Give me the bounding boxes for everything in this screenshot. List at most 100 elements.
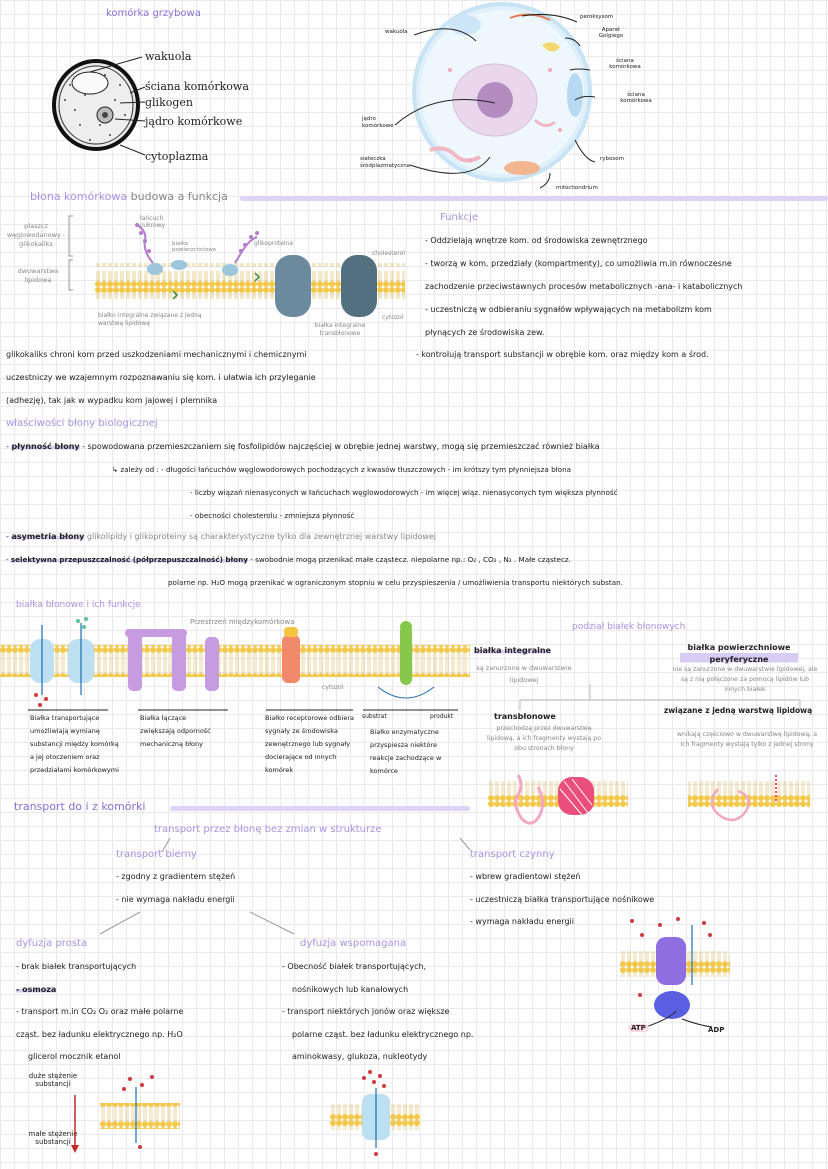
fluid-line: - płynność błony - spowodowana przemiesz… (6, 442, 600, 451)
simple-item: - transport m.in CO₂ O₂ oraz małe polarn… (16, 1007, 184, 1016)
label-wakuola: wakuola (145, 50, 192, 63)
label-rybosom: rybosom (600, 156, 624, 162)
simple-diffusion-diagram (100, 1075, 180, 1149)
transport-bar (170, 806, 470, 811)
transport-title: transport do i z komórki (14, 800, 146, 813)
label-cell-jadro: jądro komórkowe (362, 116, 394, 129)
integral-desc: są zanurzone w dwuwarstwie lipidowej (476, 664, 572, 684)
caption-transport: Białka transportujące umożliwiają wymian… (30, 714, 119, 774)
simple-title: dyfuzja prosta (16, 938, 88, 949)
depends-line: ↳ zależy od : - długości łańcuchów węglo… (112, 465, 572, 474)
label-high: duże stężenie substancji (28, 1072, 78, 1088)
label-plaszcz: płaszcz węglowodanowy - glikokaliks (6, 222, 66, 248)
depends-line: - obecności cholesterolu - zmniejsza pły… (190, 511, 355, 520)
simple-item: - brak białek transportujących (16, 962, 137, 971)
function-line: zachodzenie przeciwstawnych procesów met… (425, 282, 743, 291)
label-substrat: substrat (362, 713, 387, 720)
integral-title: białka integralne (474, 646, 551, 655)
label-sciana1: ściana komórkowa (609, 58, 641, 70)
label-atp: ATP (628, 1024, 649, 1032)
fungal-cell-drawing (52, 59, 140, 151)
asym-line: - asymetria błony glikolipidy i glikopro… (6, 532, 437, 541)
label-bialko-int: białko integralne związane z jedną warst… (98, 312, 202, 327)
facil-title: dyfuzja wspomagana (300, 938, 407, 949)
label-bialko-pow: białko powierzchniowe (172, 241, 217, 253)
active-item: - wymaga nakładu energii (470, 917, 574, 926)
cell-illustration (412, 2, 592, 182)
facil-item: nośnikowych lub kanałowych (292, 985, 409, 994)
function-line: płynących ze środowiska zew. (425, 328, 545, 337)
label-cytozol2: cytozol (322, 684, 344, 691)
cell-pointer-lines (394, 14, 596, 189)
selective-line: - selektywna przepuszczalność (półprzepu… (6, 555, 571, 564)
active-item: - wbrew gradientowi stężeń (470, 872, 581, 881)
protein-functions-diagram (0, 617, 470, 707)
label-bialka-trans: białka integralne transbłonowe (314, 322, 366, 337)
label-peroksysom: peroksysom (580, 14, 614, 20)
glycocalyx-line: (adhezję), tak jak w wypadku kom jajowej… (6, 396, 218, 405)
label-jadro: jądro komórkowe (145, 115, 243, 128)
division-tree (519, 684, 801, 710)
label-mito: mitochondrium (556, 185, 598, 191)
facilitated-diffusion-diagram (330, 1070, 420, 1156)
caption-enzyme: Białko enzymatyczne przyspiesza niektóre… (370, 728, 442, 775)
facil-item: - transport niektórych jonów oraz większ… (282, 1007, 450, 1016)
active-item: - uczestniczą białka transportujące nośn… (470, 895, 655, 904)
transport-tree-arrows (99, 837, 471, 935)
glycocalyx-line: uczestniczy we wzajemnym rozpoznawaniu s… (6, 373, 316, 382)
label-lancuch: łańcuch cukrowy (140, 215, 166, 229)
membrane-diagram (95, 223, 405, 317)
function-line: - Oddzielają wnętrze kom. od środowiska … (425, 236, 648, 245)
label-golgi: Aparat Golgiego (598, 27, 624, 39)
label-low: małe stężenie substancji (28, 1130, 78, 1146)
caption-receptor: Białko receptorowe odbiera sygnały ze śr… (265, 714, 355, 774)
one-layer-desc: wnikają częściowo w dwuwarstwę lipidową,… (676, 731, 818, 748)
fungal-pointer-lines (89, 56, 146, 156)
trans-title: transbłonowe (494, 712, 556, 721)
division-title: podział białek błonowych (572, 622, 686, 632)
label-dwuwarstwa: dwuwarstwa lipidowa (17, 267, 59, 284)
depends-line: - liczby wiązań nienasyconych w łańcucha… (190, 488, 618, 497)
caption-underlines (28, 709, 458, 711)
simple-item: cząst. bez ładunku elektrycznego np. H₂O (16, 1030, 183, 1039)
active-transport-diagram (620, 917, 730, 1030)
function-line: - kontrolują transport substancji w obrę… (416, 350, 709, 359)
properties-title: właściwości błony biologicznej (6, 418, 158, 429)
label-produkt: produkt (430, 713, 454, 720)
simple-item: glicerol mocznik etanol (28, 1052, 121, 1061)
function-line: - uczestniczą w odbieraniu sygnałów wpły… (425, 305, 712, 314)
peripheral-desc: nie są zanurzone w dwuwarstwie lipidowej… (672, 666, 818, 693)
peripheral-title: białka powierzchniowe peryferyczne (680, 642, 798, 666)
label-adp: ADP (708, 1026, 725, 1034)
gradient-arrow (71, 1095, 79, 1153)
active-title: transport czynny (470, 849, 555, 860)
label-sciana2: ściana komórkowa (620, 92, 652, 104)
facil-item: aminokwasy, glukoza, nukleotydy (292, 1052, 428, 1061)
selective-line: polarne np. H₂O mogą przenikać w ogranic… (168, 578, 623, 587)
glycocalyx-line: glikokaliks chroni kom przed uszkodzenia… (6, 350, 307, 359)
passive-title: transport bierny (116, 849, 197, 860)
trans-desc: przechodzą przez dwuwarstwę lipidową, a … (487, 725, 601, 752)
functions-title: Funkcje (440, 212, 479, 223)
label-siateczka: siateczka śródplazmatyczna (360, 156, 411, 169)
facil-item: - Obecność białek transportujących, (282, 962, 427, 971)
membrane-title: błona komórkowa budowa a funkcja (30, 190, 228, 203)
section-bar (240, 196, 828, 201)
passive-item: - zgodny z gradientem stężeń (116, 872, 236, 881)
simple-item: - osmoza (16, 985, 57, 994)
proteins-title: białka błonowe i ich funkcje (16, 600, 141, 610)
one-layer-title: związane z jedną warstwą lipidową (663, 706, 813, 715)
passive-item: - nie wymaga nakładu energii (116, 895, 235, 904)
label-cell-wakuola: wakuola (385, 29, 408, 35)
function-line: - tworzą w kom. przedziały (kompartmenty… (425, 259, 732, 268)
label-cholesterol: cholesterol (372, 250, 405, 257)
label-sciana: ściana komórkowa (145, 80, 249, 93)
transport-sub: transport przez błonę bez zmian w strukt… (154, 824, 382, 835)
label-cytoplazma: cytoplazma (145, 150, 209, 163)
division-membranes (488, 774, 810, 825)
label-space: Przestrzeń międzykomórkowa (190, 618, 295, 626)
bracket-lines (68, 215, 73, 291)
label-glikogen: glikogen (145, 96, 194, 109)
label-cytozol: cytozol (382, 314, 404, 321)
label-glikoproteina: glikoproteina (254, 240, 294, 247)
